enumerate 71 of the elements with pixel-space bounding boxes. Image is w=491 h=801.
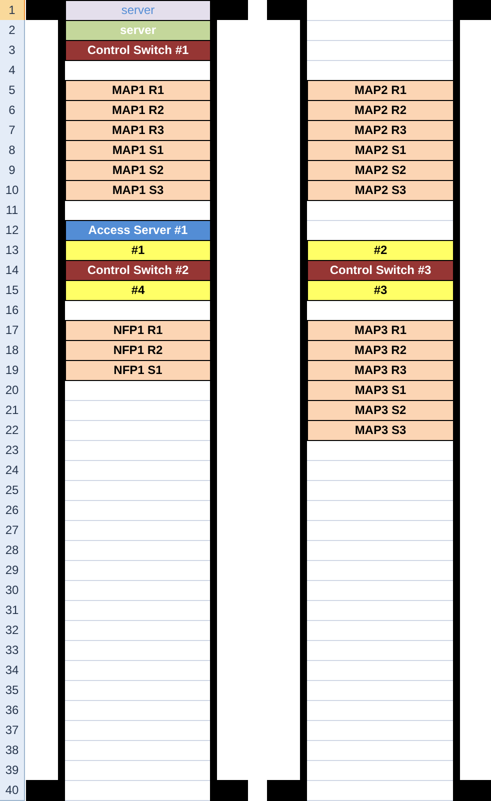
row-number: 6 [0,100,25,121]
rack-device: NFP1 S1 [65,360,211,381]
row-number: 4 [0,60,25,81]
rack-device: MAP3 S1 [307,380,454,401]
rack-device: Control Switch #2 [65,260,211,281]
row-number: 27 [0,520,25,541]
row-number: 25 [0,480,25,501]
rack-device: #3 [307,280,454,301]
rack-device: Control Switch #1 [65,40,211,61]
row-number: 16 [0,300,25,321]
row-number: 35 [0,680,25,701]
rack-device: #1 [65,240,211,261]
row-number: 30 [0,580,25,601]
row-number: 22 [0,420,25,441]
row-number: 18 [0,340,25,361]
row-number: 39 [0,760,25,781]
rack-device: MAP1 S1 [65,140,211,161]
row-number: 10 [0,180,25,201]
row-number: 21 [0,400,25,421]
row-number: 5 [0,80,25,101]
rack-device: MAP3 S3 [307,420,454,441]
row-number: 7 [0,120,25,141]
row-number: 32 [0,620,25,641]
row-number: 24 [0,460,25,481]
row-number: 14 [0,260,25,281]
row-number: 38 [0,740,25,761]
rack-device: MAP2 R3 [307,120,454,141]
rack-device: MAP3 R1 [307,320,454,341]
row-number: 2 [0,20,25,41]
rack-device: Access Server #1 [65,220,211,241]
row-number: 20 [0,380,25,401]
rack-device: MAP2 S3 [307,180,454,201]
row-number: 1 [0,0,25,21]
row-number: 40 [0,780,25,801]
row-number: 26 [0,500,25,521]
rack-device: MAP3 S2 [307,400,454,421]
row-number: 37 [0,720,25,741]
row-number: 13 [0,240,25,261]
rack-device: Control Switch #3 [307,260,454,281]
row-number: 36 [0,700,25,721]
rack-device: MAP3 R3 [307,360,454,381]
rack-device: MAP3 R2 [307,340,454,361]
rack-device: MAP2 S2 [307,160,454,181]
rack-device: MAP1 R1 [65,80,211,101]
rack-device: MAP2 S1 [307,140,454,161]
row-number: 8 [0,140,25,161]
rack-device: NFP1 R1 [65,320,211,341]
row-number: 34 [0,660,25,681]
rack-device: MAP1 S2 [65,160,211,181]
rack-device: MAP1 S3 [65,180,211,201]
row-number: 11 [0,200,25,221]
row-number: 23 [0,440,25,461]
row-number: 17 [0,320,25,341]
row-number: 3 [0,40,25,61]
row-number: 9 [0,160,25,181]
row-number: 19 [0,360,25,381]
rack-device: #4 [65,280,211,301]
rack-device: MAP1 R3 [65,120,211,141]
row-number: 28 [0,540,25,561]
rack-device: server [65,0,211,21]
row-number: 29 [0,560,25,581]
rack-device: server [65,20,211,41]
row-number: 12 [0,220,25,241]
rack-device: MAP2 R1 [307,80,454,101]
row-number: 15 [0,280,25,301]
rack-device: NFP1 R2 [65,340,211,361]
row-number: 31 [0,600,25,621]
rack-device: MAP1 R2 [65,100,211,121]
rack-device: #2 [307,240,454,261]
row-number: 33 [0,640,25,661]
rack-device: MAP2 R2 [307,100,454,121]
